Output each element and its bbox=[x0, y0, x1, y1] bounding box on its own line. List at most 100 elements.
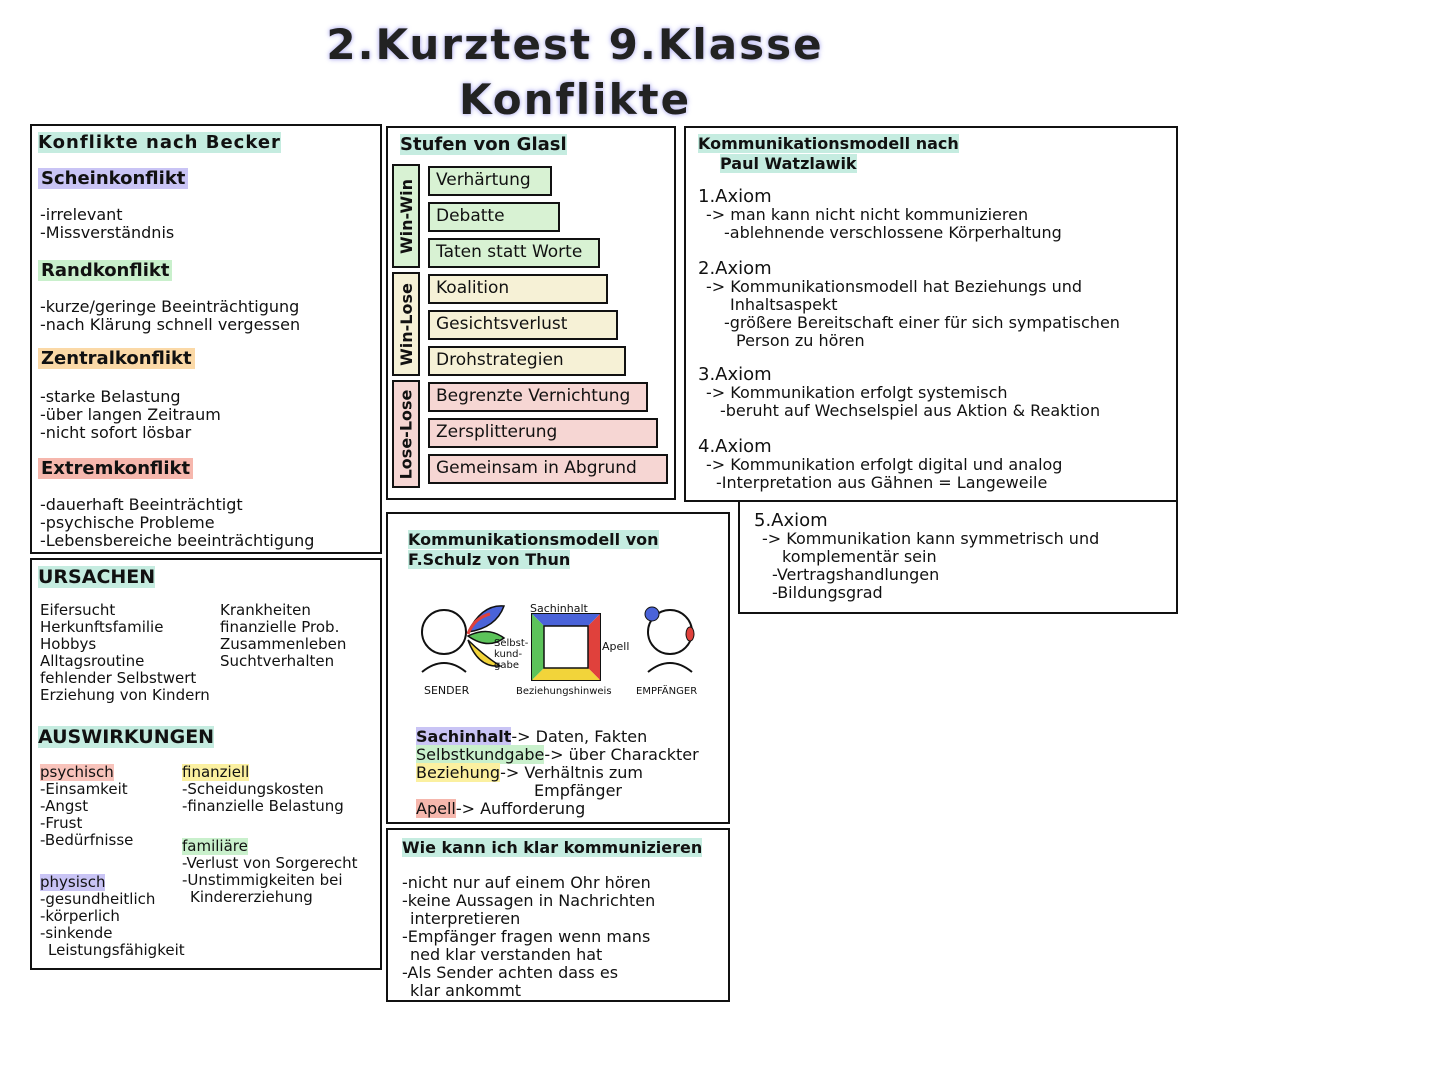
extrem-item: -dauerhaft Beeinträchtigt bbox=[40, 495, 243, 514]
thun-heading: Kommunikationsmodell von bbox=[408, 530, 659, 549]
selbstkundgabe-diagram-label: Selbst-kund-gabe bbox=[494, 638, 529, 671]
ursache-item: Erziehung von Kindern bbox=[40, 686, 210, 704]
ursache-item: Suchtverhalten bbox=[220, 652, 335, 670]
empfaenger-label: EMPFÄNGER bbox=[636, 686, 698, 697]
glasl-step: Debatte bbox=[428, 202, 560, 232]
schein-item: -irrelevant bbox=[40, 205, 123, 224]
axiom-5: 5.Axiom -> Kommunikation kann symmetrisc… bbox=[754, 510, 1100, 602]
ursache-item: fehlender Selbstwert bbox=[40, 669, 197, 687]
randkonflikt-label: Randkonflikt bbox=[38, 260, 173, 281]
axiom-2-title: 2.Axiom bbox=[698, 258, 772, 279]
ursache-item: Eifersucht bbox=[40, 601, 116, 619]
page-title: 2.Kurztest 9.Klasse bbox=[326, 20, 824, 69]
schein-item: -Missverständnis bbox=[40, 223, 175, 242]
klar-heading: Wie kann ich klar kommunizieren bbox=[402, 838, 703, 857]
klar-item: -nicht nur auf einem Ohr hören bbox=[402, 873, 651, 892]
scheinkonflikt-label: Scheinkonflikt bbox=[38, 168, 189, 189]
ursache-item: finanzielle Prob. bbox=[220, 618, 340, 636]
physisch-item: -körperlich bbox=[40, 907, 120, 925]
zentral-item: -starke Belastung bbox=[40, 387, 181, 406]
extremkonflikt-label: Extremkonflikt bbox=[38, 458, 194, 479]
psychisch-item: -Angst bbox=[40, 797, 89, 815]
rand-item: -nach Klärung schnell vergessen bbox=[40, 315, 301, 334]
physisch-list: physisch -gesundheitlich -körperlich -si… bbox=[40, 874, 185, 959]
rand-item: -kurze/geringe Beeinträchtigung bbox=[40, 297, 300, 316]
apell-diagram-label: Apell bbox=[602, 640, 630, 653]
finanziell-item: -Scheidungskosten bbox=[182, 780, 324, 798]
watzlawick-heading-2: Paul Watzlawik bbox=[720, 154, 857, 173]
becker-heading: Konflikte nach Becker bbox=[38, 132, 281, 153]
axiom-4-title: 4.Axiom bbox=[698, 436, 772, 457]
axiom-1-title: 1.Axiom bbox=[698, 186, 772, 207]
familiaere-item: -Unstimmigkeiten bei bbox=[182, 871, 343, 889]
glasl-box: Stufen von Glasl Win-Win Win-Lose Lose-L… bbox=[386, 126, 676, 500]
physisch-item: Leistungsfähigkeit bbox=[48, 941, 185, 959]
klar-item: -keine Aussagen in Nachrichten bbox=[402, 891, 656, 910]
axiom-2: 2.Axiom -> Kommunikationsmodell hat Bezi… bbox=[698, 258, 1120, 350]
sachinhalt-diagram-label: Sachinhalt bbox=[530, 602, 588, 615]
ursachen-right-list: Krankheiten finanzielle Prob. Zusammenle… bbox=[220, 602, 346, 670]
psychisch-list: psychisch -Einsamkeit -Angst -Frust -Bed… bbox=[40, 764, 133, 849]
extrem-item: -psychische Probleme bbox=[40, 513, 215, 532]
familiaere-item: -Verlust von Sorgerecht bbox=[182, 854, 358, 872]
glasl-heading: Stufen von Glasl bbox=[400, 134, 567, 155]
physisch-item: -sinkende bbox=[40, 924, 113, 942]
glasl-step: Verhärtung bbox=[428, 166, 552, 196]
physisch-label: physisch bbox=[40, 873, 106, 891]
watzlawick-heading: Kommunikationsmodell nach bbox=[698, 134, 959, 153]
auswirkungen-heading: AUSWIRKUNGEN bbox=[38, 726, 215, 748]
beziehung-diagram-label: Beziehungshinweis bbox=[516, 686, 612, 697]
klar-item: klar ankommt bbox=[410, 981, 522, 1000]
glasl-step: Koalition bbox=[428, 274, 608, 304]
zentral-item: -nicht sofort lösbar bbox=[40, 423, 192, 442]
psychisch-item: -Einsamkeit bbox=[40, 780, 128, 798]
win-lose-label: Win-Lose bbox=[392, 272, 420, 376]
ursachen-left-list: Eifersucht Herkunftsfamilie Hobbys Allta… bbox=[40, 602, 210, 704]
familiaere-item: Kindererziehung bbox=[190, 888, 313, 906]
ursache-item: Zusammenleben bbox=[220, 635, 347, 653]
psychisch-label: psychisch bbox=[40, 763, 114, 781]
four-sides-diagram bbox=[421, 605, 695, 681]
axiom-5-title: 5.Axiom bbox=[754, 510, 828, 531]
glasl-step: Begrenzte Vernichtung bbox=[428, 382, 648, 412]
watzlawick-axiom5-box: 5.Axiom -> Kommunikation kann symmetrisc… bbox=[738, 500, 1178, 614]
finanziell-list: finanziell -Scheidungskosten -finanziell… bbox=[182, 764, 344, 815]
ursache-item: Krankheiten bbox=[220, 601, 311, 619]
klar-item: -Empfänger fragen wenn mans bbox=[402, 927, 651, 946]
extrem-item: -Lebensbereiche beeinträchtigung bbox=[40, 531, 315, 550]
zentralkonflikt-label: Zentralkonflikt bbox=[38, 348, 195, 369]
thun-legend: Sachinhalt-> Daten, Fakten Selbstkundgab… bbox=[416, 727, 699, 818]
ursache-item: Herkunftsfamilie bbox=[40, 618, 164, 636]
finanziell-label: finanziell bbox=[182, 763, 250, 781]
ursache-item: Hobbys bbox=[40, 635, 97, 653]
klar-item: interpretieren bbox=[410, 909, 521, 928]
glasl-step: Zersplitterung bbox=[428, 418, 658, 448]
psychisch-item: -Frust bbox=[40, 814, 83, 832]
familiaere-label: familiäre bbox=[182, 837, 248, 855]
axiom-4: 4.Axiom -> Kommunikation erfolgt digital… bbox=[698, 436, 1063, 492]
beziehung-term: Beziehung bbox=[416, 763, 501, 782]
sender-label: SENDER bbox=[424, 684, 470, 697]
page-subtitle: Konflikte bbox=[458, 75, 692, 124]
ursachen-box: URSACHEN Eifersucht Herkunftsfamilie Hob… bbox=[30, 558, 382, 970]
apell-term: Apell bbox=[416, 799, 456, 818]
klar-item: ned klar verstanden hat bbox=[410, 945, 603, 964]
sachinhalt-term: Sachinhalt bbox=[416, 727, 512, 746]
glasl-step: Drohstrategien bbox=[428, 346, 626, 376]
familiaere-list: familiäre -Verlust von Sorgerecht -Unsti… bbox=[182, 838, 358, 906]
finanziell-item: -finanzielle Belastung bbox=[182, 797, 344, 815]
ursache-item: Alltagsroutine bbox=[40, 652, 145, 670]
thun-heading-2: F.Schulz von Thun bbox=[408, 550, 571, 569]
lose-lose-label: Lose-Lose bbox=[392, 380, 420, 488]
win-win-label: Win-Win bbox=[392, 164, 420, 268]
glasl-step: Gemeinsam in Abgrund bbox=[428, 454, 668, 484]
klar-list: -nicht nur auf einem Ohr hören -keine Au… bbox=[402, 874, 655, 1000]
glasl-step: Gesichtsverlust bbox=[428, 310, 618, 340]
klar-box: Wie kann ich klar kommunizieren -nicht n… bbox=[386, 828, 730, 1002]
selbstkundgabe-term: Selbstkundgabe bbox=[416, 745, 545, 764]
watzlawick-box: Kommunikationsmodell nach Paul Watzlawik… bbox=[684, 126, 1178, 502]
klar-item: -Als Sender achten dass es bbox=[402, 963, 619, 982]
axiom-1: 1.Axiom -> man kann nicht nicht kommuniz… bbox=[698, 186, 1062, 242]
thun-box: Kommunikationsmodell von F.Schulz von Th… bbox=[386, 512, 730, 824]
axiom-3: 3.Axiom -> Kommunikation erfolgt systemi… bbox=[698, 364, 1101, 420]
